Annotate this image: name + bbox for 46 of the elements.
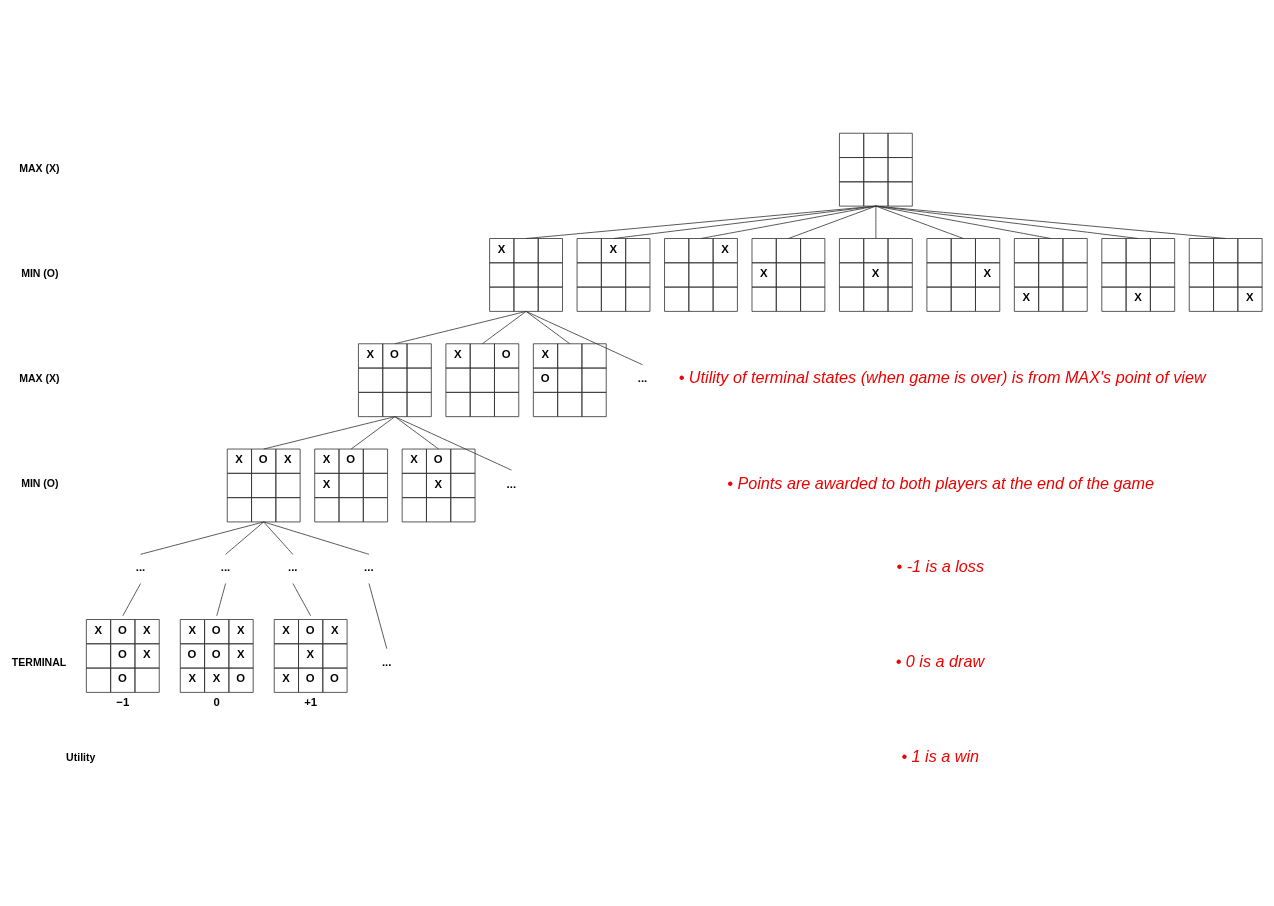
connector <box>525 310 644 365</box>
connector <box>394 415 512 470</box>
connector <box>875 205 1139 239</box>
label: • Points are awarded to both players at the end of the game <box>727 473 1155 492</box>
label: • 1 is a win <box>901 746 980 765</box>
node-label: +1 <box>304 695 318 707</box>
connector <box>613 205 877 239</box>
label: TERMINAL <box>11 655 67 668</box>
connector <box>875 205 877 239</box>
node-text: ... <box>637 371 648 384</box>
connector <box>350 415 396 449</box>
label: • Utility of terminal states (when game is over) is from MAX's point of view <box>678 367 1206 386</box>
connector <box>263 521 294 555</box>
connector <box>394 415 439 449</box>
label: MAX (X) <box>19 161 60 174</box>
connector <box>525 205 877 239</box>
connector <box>875 205 964 239</box>
label: • -1 is a loss <box>896 556 985 575</box>
label: • 0 is a draw <box>895 651 985 670</box>
connector <box>263 415 396 449</box>
connector <box>292 582 312 616</box>
node-text: ... <box>135 560 146 573</box>
node-text: ... <box>381 655 392 668</box>
connector <box>225 521 265 555</box>
connector <box>788 205 877 239</box>
connector <box>481 310 527 344</box>
label: MAX (X) <box>19 371 60 384</box>
connector <box>368 582 388 649</box>
connector <box>700 205 877 239</box>
node-label: 0 <box>213 695 220 707</box>
label: Utility <box>66 750 96 763</box>
connector <box>875 205 1052 239</box>
connector <box>140 521 265 555</box>
connector <box>875 205 1227 239</box>
node-text: ... <box>506 477 517 490</box>
node-text: ... <box>220 560 231 573</box>
connector <box>216 582 227 616</box>
label: MIN (O) <box>21 266 59 279</box>
connector <box>394 310 527 344</box>
node-text: ... <box>364 560 374 573</box>
node-label: −1 <box>116 695 130 707</box>
node-text: ... <box>287 560 298 573</box>
connector <box>525 310 571 344</box>
connector <box>122 582 142 616</box>
connector <box>263 521 370 555</box>
label: MIN (O) <box>21 476 59 489</box>
